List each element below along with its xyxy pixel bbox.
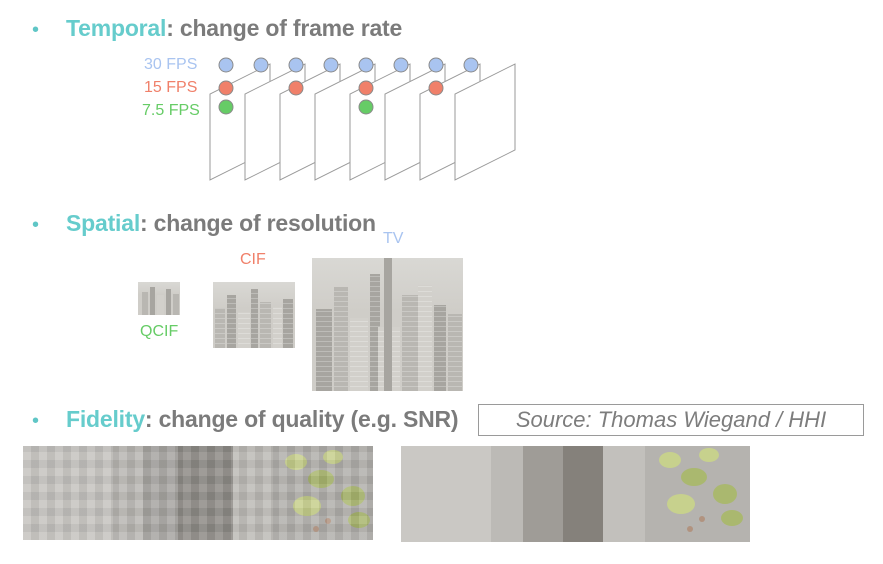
frame-dots: [218, 57, 479, 115]
qcif-image: [138, 282, 180, 315]
dot-30fps-1: [218, 57, 234, 73]
dot-7-5fps-1: [218, 99, 234, 115]
source-caption: Source: Thomas Wiegand / HHI: [478, 404, 864, 436]
tv-image: [312, 258, 463, 391]
high-quality-image: [401, 446, 750, 542]
spatial-keyword: Spatial: [66, 210, 141, 236]
cif-image: [213, 282, 295, 348]
temporal-bullet: •: [32, 19, 40, 41]
fidelity-heading: Fidelity: change of quality (e.g. SNR): [66, 406, 459, 433]
dot-15fps-4: [428, 80, 444, 96]
temporal-keyword: Temporal: [66, 15, 167, 41]
fps-30-label: 30 FPS: [144, 56, 198, 73]
dot-30fps-8: [463, 57, 479, 73]
tv-label: TV: [383, 230, 404, 247]
spatial-heading-rest: : change of resolution: [140, 210, 376, 236]
dot-15fps-3: [358, 80, 374, 96]
spatial-heading: Spatial: change of resolution: [66, 210, 376, 237]
frame-8: [454, 63, 516, 181]
dot-15fps-1: [218, 80, 234, 96]
dot-30fps-5: [358, 57, 374, 73]
dot-30fps-3: [288, 57, 304, 73]
spatial-bullet: •: [32, 214, 40, 236]
qcif-label: QCIF: [140, 323, 179, 340]
cif-label: CIF: [240, 251, 266, 268]
temporal-heading: Temporal: change of frame rate: [66, 15, 402, 42]
fps-7-5-label: 7.5 FPS: [142, 102, 200, 119]
fidelity-heading-rest: : change of quality (e.g. SNR): [144, 406, 459, 432]
dot-7-5fps-2: [358, 99, 374, 115]
fidelity-keyword: Fidelity: [66, 406, 145, 432]
fidelity-bullet: •: [32, 410, 40, 432]
dot-15fps-2: [288, 80, 304, 96]
low-quality-image: [23, 446, 373, 540]
frame-sequence-diagram: [209, 57, 516, 181]
temporal-heading-rest: : change of frame rate: [166, 15, 403, 41]
dot-30fps-2: [253, 57, 269, 73]
dot-30fps-7: [428, 57, 444, 73]
dot-30fps-6: [393, 57, 409, 73]
dot-30fps-4: [323, 57, 339, 73]
fps-15-label: 15 FPS: [144, 79, 198, 96]
